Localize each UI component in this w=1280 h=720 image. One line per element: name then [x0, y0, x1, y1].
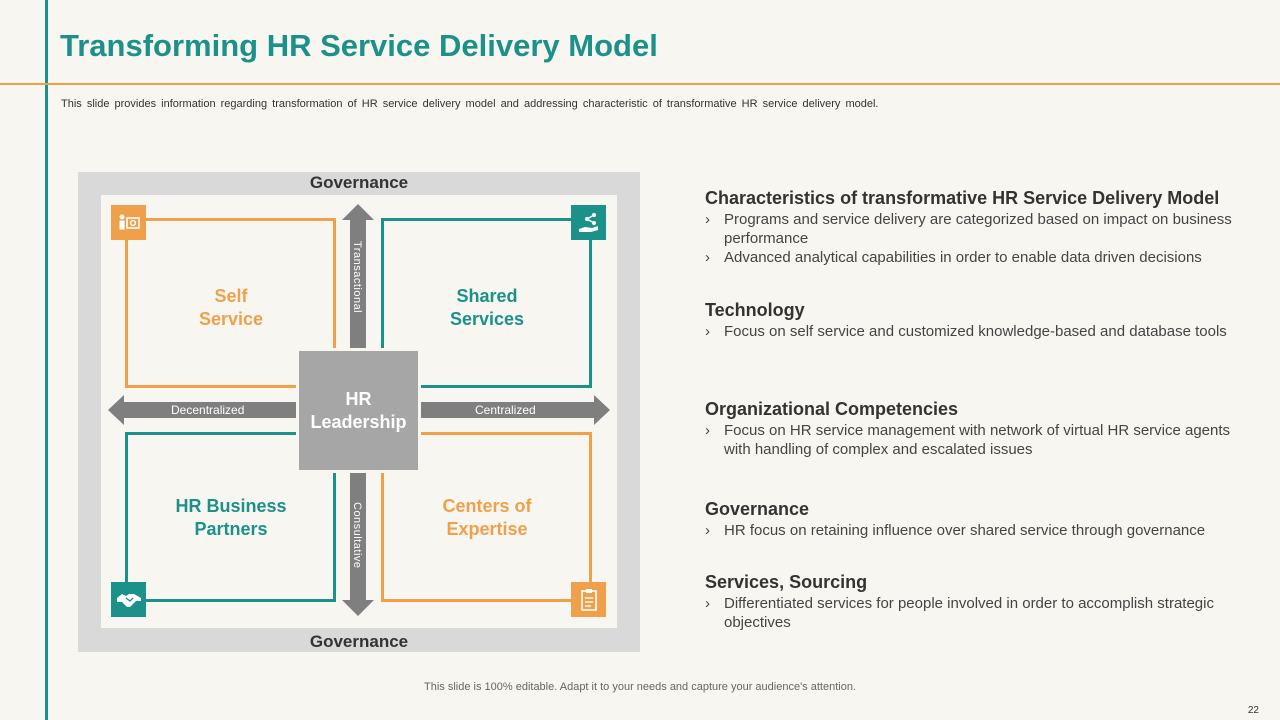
- bullet-text: HR focus on retaining influence over sha…: [724, 522, 1206, 539]
- quadrant-shared-services: [381, 218, 592, 388]
- chevron-right-icon: ›: [705, 422, 710, 439]
- label-shared-services: Shared Services: [397, 285, 577, 331]
- bullet-text: Focus on self service and customized kno…: [724, 323, 1227, 340]
- title-underline: [0, 83, 1280, 85]
- chevron-right-icon: ›: [705, 211, 710, 228]
- label-line: Partners: [194, 519, 268, 539]
- chevron-right-icon: ›: [705, 522, 710, 539]
- section-organizational-competencies: Organizational Competencies › Focus on HR…: [705, 399, 1250, 459]
- quadrant-hr-business-partners: [125, 432, 336, 602]
- label-line: Self: [214, 286, 248, 306]
- axis-label-centralized: Centralized: [475, 403, 536, 417]
- label-hr-business-partners: HR Business Partners: [141, 495, 321, 541]
- label-line: Expertise: [446, 519, 528, 539]
- section-heading: Services, Sourcing: [705, 572, 868, 592]
- section-heading: Characteristics of transformative HR Ser…: [705, 188, 1220, 208]
- bullet-item: › Advanced analytical capabilities in ord…: [705, 248, 1250, 267]
- label-self-service: Self Service: [141, 285, 321, 331]
- chevron-right-icon: ›: [705, 249, 710, 266]
- section-characteristics: Characteristics of transformative HR Ser…: [705, 188, 1250, 267]
- label-centers-of-expertise: Centers of Expertise: [397, 495, 577, 541]
- axis-label-consultative: Consultative: [351, 502, 363, 569]
- quadrant-centers-of-expertise: [381, 432, 592, 602]
- section-heading: Organizational Competencies: [705, 399, 959, 419]
- page-number: 22: [1247, 705, 1259, 716]
- hand-share-icon: [571, 205, 606, 240]
- section-technology: Technology › Focus on self service and cu…: [705, 300, 1250, 341]
- page-subtitle: This slide provides information regardin…: [61, 98, 879, 110]
- bullet-text: Differentiated services for people invol…: [724, 595, 1214, 631]
- bullet-item: › Programs and service delivery are categ…: [705, 210, 1250, 248]
- bullet-item: › HR focus on retaining influence over sh…: [705, 521, 1250, 540]
- clipboard-icon: [571, 582, 606, 617]
- center-label-line2: Leadership: [310, 411, 407, 432]
- center-label-line1: HR: [345, 388, 372, 409]
- governance-bottom-label: Governance: [309, 632, 409, 651]
- bullet-text: Programs and service delivery are catego…: [724, 211, 1232, 247]
- bullet-item: › Differentiated services for people invo…: [705, 594, 1250, 632]
- handshake-icon: [111, 582, 146, 617]
- section-services-sourcing: Services, Sourcing › Differentiated servi…: [705, 572, 1250, 632]
- section-governance: Governance › HR focus on retaining influe…: [705, 499, 1250, 540]
- left-accent-rule: [45, 0, 48, 720]
- bullet-item: › Focus on HR service management with net…: [705, 421, 1250, 459]
- bullet-text: Focus on HR service management with netw…: [724, 422, 1231, 458]
- governance-top-label: Governance: [309, 173, 409, 192]
- label-line: Services: [449, 309, 525, 329]
- axis-label-transactional: Transactional: [351, 241, 363, 314]
- section-heading: Technology: [705, 300, 805, 320]
- chevron-right-icon: ›: [705, 323, 710, 340]
- hr-leadership-box: HR Leadership: [296, 348, 421, 473]
- bullet-text: Advanced analytical capabilities in orde…: [724, 249, 1202, 266]
- label-line: Centers of: [442, 496, 532, 516]
- person-money-icon: [111, 205, 146, 240]
- label-line: Shared: [456, 286, 518, 306]
- page-title: Transforming HR Service Delivery Model: [60, 28, 658, 63]
- section-heading: Governance: [705, 499, 810, 519]
- label-line: HR Business: [175, 496, 287, 516]
- quadrant-self-service: [125, 218, 336, 388]
- footer-note: This slide is 100% editable. Adapt it to…: [424, 681, 856, 693]
- chevron-right-icon: ›: [705, 595, 710, 612]
- label-line: Service: [198, 309, 264, 329]
- axis-label-decentralized: Decentralized: [171, 403, 245, 417]
- bullet-item: › Focus on self service and customized kn…: [705, 322, 1250, 341]
